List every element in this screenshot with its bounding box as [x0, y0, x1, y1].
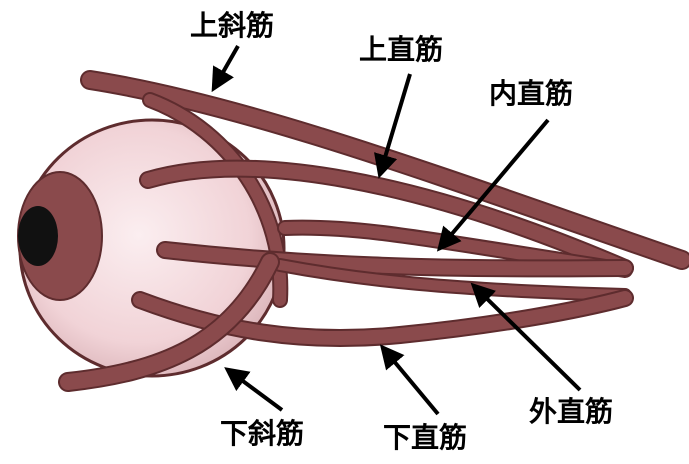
- label-lateral-rectus: 外直筋: [529, 398, 613, 426]
- label-superior-rectus: 上直筋: [359, 36, 443, 64]
- label-superior-oblique: 上斜筋: [190, 12, 274, 40]
- arrow-lateral-rectus: [474, 286, 580, 390]
- arrow-inferior-rectus: [383, 348, 438, 414]
- pupil: [18, 206, 58, 266]
- arrow-superior-oblique: [214, 46, 238, 88]
- label-medial-rectus: 内直筋: [489, 80, 573, 108]
- label-inferior-oblique: 下斜筋: [220, 420, 304, 448]
- arrow-inferior-oblique: [228, 370, 282, 410]
- label-inferior-rectus: 下直筋: [383, 424, 467, 452]
